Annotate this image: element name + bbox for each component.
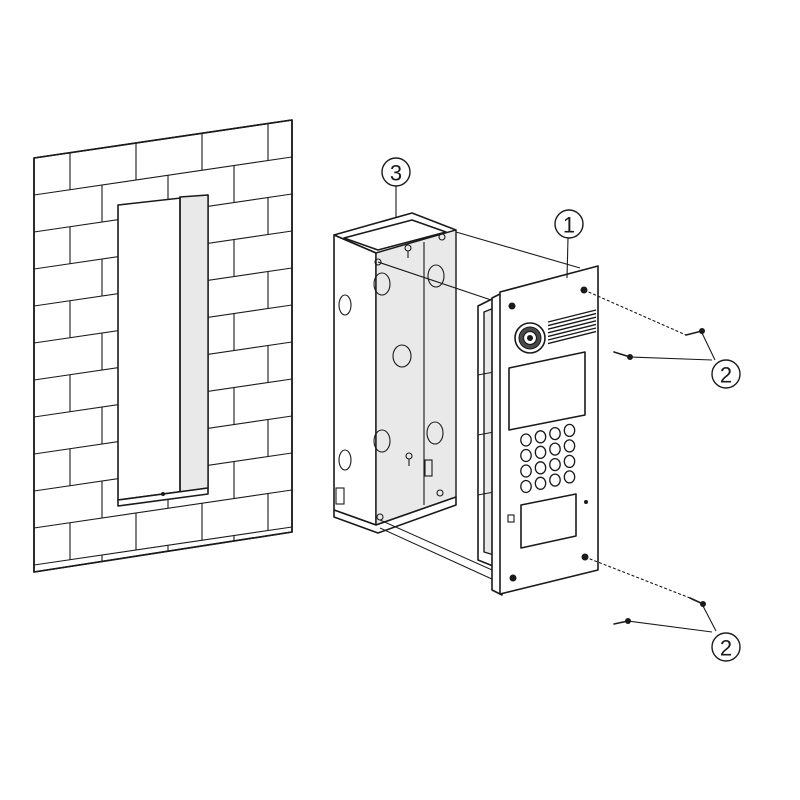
keypad-key [563, 454, 576, 469]
keypad-key [563, 439, 576, 453]
panel-front [499, 265, 599, 595]
camera-lens-icon [514, 322, 546, 354]
callout-1: 1 [554, 209, 584, 279]
keypad [520, 423, 576, 494]
screws [583, 289, 706, 625]
screw [613, 351, 633, 360]
callout-label-2-bottom: 2 [720, 636, 732, 661]
keypad-key [520, 464, 532, 478]
keypad-key [534, 445, 547, 459]
speaker-grille-icon [547, 309, 597, 345]
callout-label-1: 1 [563, 213, 575, 238]
keypad-key [520, 433, 532, 447]
callout-3: 3 [381, 157, 411, 218]
keypad-key [534, 476, 547, 490]
callout-2-bottom: 2 [627, 605, 741, 662]
keypad-key [520, 448, 532, 463]
keypad-key [549, 442, 561, 456]
callout-label-2-top: 2 [720, 363, 732, 388]
callout-label-3: 3 [390, 161, 402, 186]
keypad-key [534, 461, 547, 475]
keypad-key [563, 470, 576, 484]
alignment-lines [377, 231, 581, 586]
keypad-key [563, 423, 576, 438]
keypad-key [549, 473, 561, 487]
back-box [333, 212, 457, 534]
mic-icon [584, 500, 588, 504]
screw [689, 597, 706, 607]
keypad-key [520, 479, 532, 494]
back-box-side [333, 234, 377, 526]
keypad-key [549, 457, 561, 472]
display-screen [508, 351, 586, 431]
brick-wall [33, 119, 293, 573]
screw [685, 328, 705, 336]
screw-hole [509, 574, 517, 582]
screw-hole [508, 302, 516, 310]
name-card-window [520, 493, 577, 549]
intercom-panel [477, 265, 599, 596]
keypad-key [549, 426, 561, 441]
callout-2-top: 2 [629, 332, 741, 389]
keypad-key [534, 430, 547, 444]
indicator-light [507, 514, 515, 523]
